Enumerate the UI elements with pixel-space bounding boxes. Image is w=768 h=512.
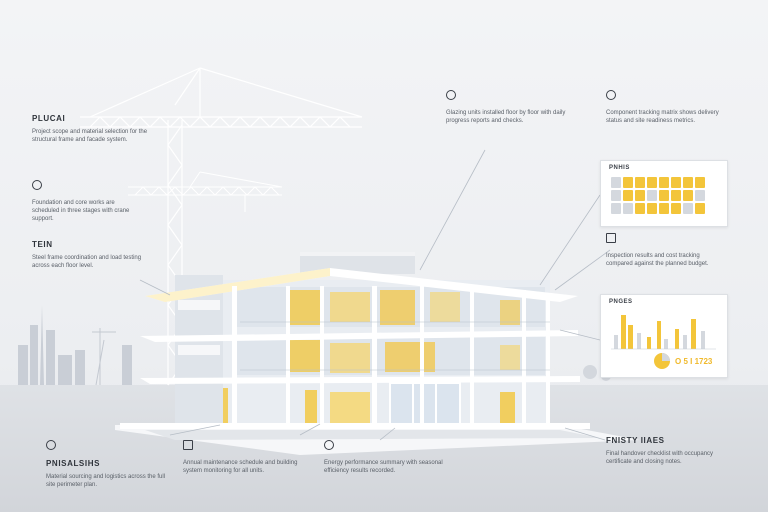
component-matrix-panel: PNHIS xyxy=(600,160,728,227)
matrix-cell xyxy=(647,190,657,201)
city-skyline xyxy=(18,305,132,385)
block-heading: FNISTY IIAES xyxy=(606,436,665,445)
pie-chart xyxy=(654,353,670,369)
block-text: Glazing units installed floor by floor w… xyxy=(446,110,566,124)
matrix-cell xyxy=(671,177,681,188)
bar xyxy=(647,337,651,349)
block-text: Annual maintenance schedule and building… xyxy=(183,460,298,474)
block-text: Energy performance summary with seasonal… xyxy=(324,460,443,474)
matrix-cell xyxy=(671,203,681,214)
block-text: Final handover checklist with occupancy … xyxy=(606,451,714,465)
matrix-cell xyxy=(647,177,657,188)
grid-icon xyxy=(606,233,616,243)
matrix-cell xyxy=(611,177,621,188)
secondary-crane-icon xyxy=(128,171,283,212)
matrix-cell xyxy=(683,203,693,214)
matrix-cell xyxy=(671,190,681,201)
leader-lines xyxy=(139,149,611,441)
block-text: Inspection results and cost tracking com… xyxy=(606,253,709,267)
matrix-cell xyxy=(611,190,621,201)
matrix-cell xyxy=(659,190,669,201)
matrix-cell xyxy=(611,203,621,214)
performance-chart-panel: PNGES O 5 I 1723 xyxy=(600,294,728,378)
building xyxy=(120,252,590,429)
matrix-cell xyxy=(635,203,645,214)
matrix-cell xyxy=(695,177,705,188)
info-block-lower-left: TEIN Steel frame coordination and load t… xyxy=(32,240,142,270)
matrix-cell xyxy=(623,177,633,188)
bar xyxy=(621,315,626,349)
matrix-cell xyxy=(623,190,633,201)
matrix-cell xyxy=(635,190,645,201)
info-block-top-right: Component tracking matrix shows delivery… xyxy=(606,90,726,125)
bar xyxy=(657,321,661,349)
clock-icon xyxy=(606,90,616,100)
block-text: Foundation and core works are scheduled … xyxy=(32,200,130,222)
matrix-cell xyxy=(683,190,693,201)
matrix-cell xyxy=(683,177,693,188)
info-block-bottom-left: PNISALSIHS Material sourcing and logisti… xyxy=(46,440,166,489)
status-matrix xyxy=(611,177,705,214)
block-text: Material sourcing and logistics across t… xyxy=(46,474,166,488)
block-heading: PNISALSIHS xyxy=(46,459,101,468)
circle-icon xyxy=(46,440,56,450)
info-block-mid-right: Inspection results and cost tracking com… xyxy=(606,233,726,268)
bar xyxy=(683,335,687,349)
panel-title: PNGES xyxy=(609,299,633,305)
block-text: Project scope and material selection for… xyxy=(32,129,148,143)
info-block-bottom-center-1: Annual maintenance schedule and building… xyxy=(183,440,298,475)
bar xyxy=(628,325,633,349)
matrix-cell xyxy=(659,203,669,214)
info-block-mid-left: Foundation and core works are scheduled … xyxy=(32,180,137,223)
matrix-cell xyxy=(659,177,669,188)
clipboard-icon xyxy=(183,440,193,450)
matrix-cell xyxy=(695,203,705,214)
circle-icon xyxy=(446,90,456,100)
matrix-cell xyxy=(623,203,633,214)
circle-icon xyxy=(324,440,334,450)
bar xyxy=(675,329,679,349)
info-block-top-center: Glazing units installed floor by floor w… xyxy=(446,90,571,125)
block-heading: PLUCAI xyxy=(32,114,66,123)
bar xyxy=(691,319,696,349)
block-text: Component tracking matrix shows delivery… xyxy=(606,110,719,124)
block-text: Steel frame coordination and load testin… xyxy=(32,255,142,269)
chart-footer-value: O 5 I 1723 xyxy=(675,357,713,366)
circle-icon xyxy=(32,180,42,190)
block-heading: TEIN xyxy=(32,240,53,249)
bar-chart xyxy=(611,315,716,350)
matrix-cell xyxy=(647,203,657,214)
bar xyxy=(637,333,641,349)
matrix-cell xyxy=(695,190,705,201)
info-block-bottom-center-2: Energy performance summary with seasonal… xyxy=(324,440,444,475)
bar xyxy=(664,339,668,349)
info-block-top-left: PLUCAI Project scope and material select… xyxy=(32,114,167,144)
panel-title: PNHIS xyxy=(609,165,630,171)
info-block-bottom-right: FNISTY IIAES Final handover checklist wi… xyxy=(606,436,726,466)
bar xyxy=(614,335,618,349)
matrix-cell xyxy=(635,177,645,188)
bar xyxy=(701,331,705,349)
